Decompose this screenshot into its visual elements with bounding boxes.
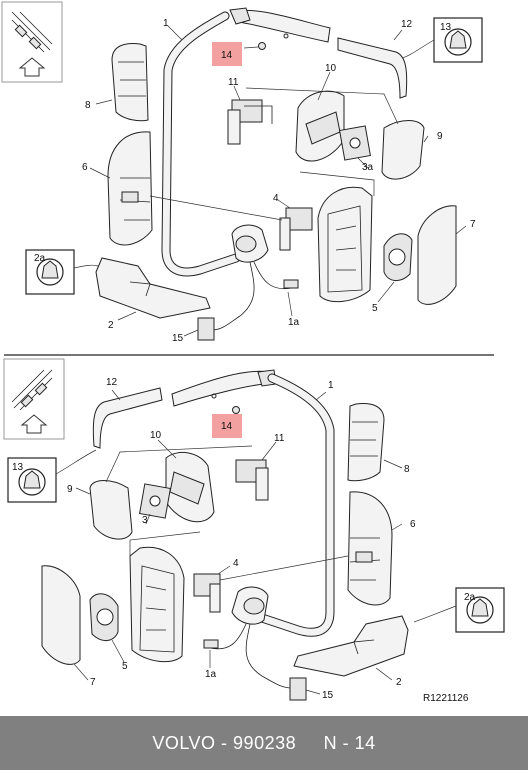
part-4-bracket [279,207,313,251]
label-top-14: 14 [221,50,233,61]
top-leader-lines [89,25,467,337]
label-top-5: 5 [372,303,378,314]
part-1-arm [161,7,331,277]
label-bottom-8: 8 [404,464,410,475]
label-bottom-13: 13 [12,462,24,473]
label-bottom-1a: 1a [205,669,217,680]
label-bottom-7: 7 [90,677,96,688]
part-12-cover [337,37,408,99]
label-bottom-5: 5 [122,661,128,672]
label-top-13: 13 [440,22,452,33]
part-11-bracket-bottom [235,459,269,501]
part-12-cover-bottom [92,387,163,449]
part-4-bracket-bottom [193,573,221,613]
joint-motor [231,224,269,263]
label-bottom-11: 11 [274,433,285,444]
part-6-housing-bottom [347,491,393,606]
footer-bar: VOLVO - 990238 N - 14 [0,716,528,770]
part-10-glass-carrier-bottom [165,451,215,523]
part-5-motor-bottom [89,593,119,641]
part-3-housing-bottom [129,546,185,663]
joint-motor-bottom [231,586,269,625]
bottom-labels: 12 1 10 14 11 13 8 9 3 6 4 2a 7 5 1a 2 1… [12,377,476,704]
part-number-caption: VOLVO - 990238 N - 14 [152,732,376,753]
part-14-screw-bottom [232,406,240,414]
orientation-icon-bottom [3,358,65,440]
label-bottom-15: 15 [322,690,334,701]
reference-code: R1221126 [423,693,469,704]
part-2a-clip-bottom [413,587,505,633]
part-9-glass [381,120,425,180]
part-8-housing [111,43,149,122]
label-bottom-1: 1 [328,380,334,391]
label-top-11: 11 [228,77,239,88]
part-8-housing-bottom [347,403,385,482]
label-bottom-4: 4 [233,558,239,569]
label-bottom-6: 6 [410,519,416,530]
top-view: 1 12 13 14 10 11 8 9 6 3a 4 7 2a 2 5 1a … [1,1,483,344]
parts-diagram: 1 12 13 14 10 11 8 9 6 3a 4 7 2a 2 5 1a … [1,1,505,704]
part-3-motor-bottom [139,483,171,519]
label-bottom-2: 2 [396,677,402,688]
label-bottom-10: 10 [150,430,162,441]
part-7-glass [417,205,457,305]
part-13-clip [401,17,483,63]
label-top-6: 6 [82,162,88,173]
label-top-3a: 3a [362,162,374,173]
part-3a-housing [317,186,373,303]
label-bottom-9: 9 [67,484,73,495]
label-top-1a: 1a [288,317,300,328]
label-bottom-12: 12 [106,377,118,388]
label-bottom-3: 3 [142,515,148,526]
label-top-7: 7 [470,219,476,230]
label-top-9: 9 [437,131,443,142]
label-bottom-14: 14 [221,421,233,432]
cable-harness [197,261,299,341]
part-2a-clip [25,249,99,295]
part-7-glass-bottom [41,565,81,665]
part-2-cover [95,257,211,319]
part-14-screw [243,42,266,50]
label-top-1: 1 [163,18,169,29]
label-top-4: 4 [273,193,279,204]
part-6-housing [107,131,153,246]
part-3a-motor [339,125,371,161]
label-bottom-2a: 2a [464,592,476,603]
label-top-15: 15 [172,333,184,344]
part-11-bracket [227,99,273,145]
highlight-box-top [212,42,242,66]
part-13-clip-bottom [7,449,97,503]
part-2-cover-bottom [293,615,409,677]
label-top-12: 12 [401,19,413,30]
highlight-box-bottom [212,414,242,438]
bottom-view: 12 1 10 14 11 13 8 9 3 6 4 2a 7 5 1a 2 1… [3,358,505,704]
label-top-2: 2 [108,320,114,331]
orientation-icon [1,1,63,83]
top-labels: 1 12 13 14 10 11 8 9 6 3a 4 7 2a 2 5 1a … [34,18,476,344]
part-9-glass-bottom [89,480,133,540]
cable-harness-bottom [203,623,307,701]
part-5-motor [383,233,413,281]
label-top-10: 10 [325,63,337,74]
label-top-2a: 2a [34,253,46,264]
label-top-8: 8 [85,100,91,111]
bottom-leader-lines [73,389,403,695]
part-10-glass-carrier [295,90,345,162]
part-1-arm-bottom [171,369,335,637]
